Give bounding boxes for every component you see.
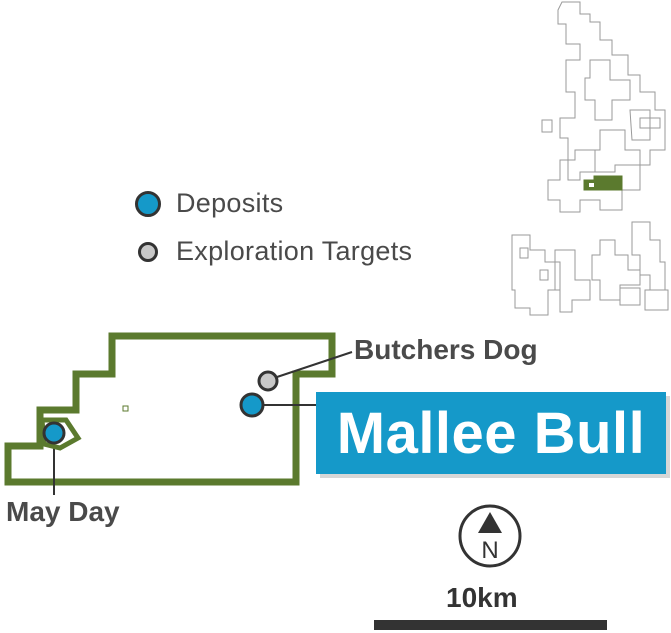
may-day-deposit-marker[interactable] [42,421,66,445]
legend-targets-label: Exploration Targets [176,236,413,266]
legend-deposits: Deposits [135,188,283,219]
inset-locator-map [511,1,669,316]
may-day-loop [39,417,82,451]
legend-targets: Exploration Targets [138,236,412,267]
mallee-bull-title-box: Mallee Bull [316,392,666,474]
tenement-inner-marker [122,405,129,412]
may-day-label: May Day [6,496,120,527]
mallee-bull-deposit-marker[interactable] [239,392,265,418]
butchers-dog-target-marker[interactable] [257,370,279,392]
north-arrow-letter: N [481,537,498,564]
legend-deposits-label: Deposits [176,188,284,218]
north-arrow: N [458,504,522,568]
scale-bar [374,620,607,630]
scale-label: 10km [446,582,518,613]
deposit-legend-icon [135,190,161,217]
target-legend-icon [138,241,158,262]
mallee-bull-label: Mallee Bull [336,400,646,466]
tenement-outline [4,332,336,486]
butchers-dog-leader [267,351,353,381]
inset-project-marker [589,183,594,187]
butchers-dog-label: Butchers Dog [354,334,538,365]
